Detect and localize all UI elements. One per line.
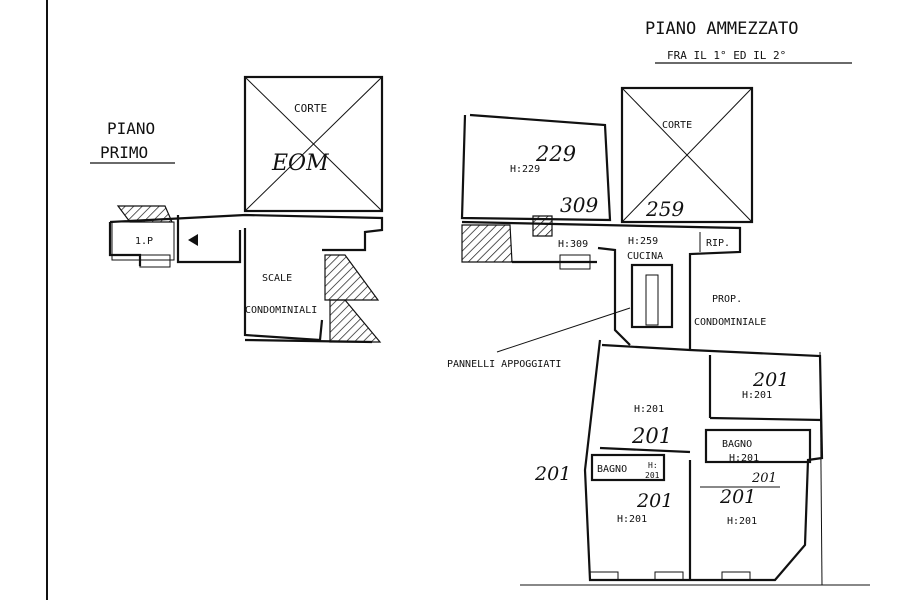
- left-plan: PIANO PRIMO CORTE EOM 1.P SCALE CONDOMIN…: [90, 75, 384, 344]
- corridor-wall-north: [461, 220, 742, 350]
- courtyard-cross-b: [244, 76, 383, 212]
- stairs-label-1: SCALE: [262, 273, 292, 284]
- top-room-wall: [460, 113, 612, 222]
- right-plan: H:229 229 309 CORTE 259 H:309 H:259 RIP.…: [447, 86, 870, 586]
- stairs-hatch-upper: [324, 254, 380, 301]
- outside-handwritten: 201: [534, 463, 571, 485]
- floor-label-piano: PIANO: [107, 119, 155, 138]
- handwritten-309: 309: [560, 193, 598, 217]
- courtyard-label-right: CORTE: [662, 120, 692, 131]
- rip-label: RIP.: [706, 238, 730, 249]
- courtyard-handwritten-note: EOM: [271, 151, 329, 176]
- kitchen-counter: [645, 274, 659, 326]
- stairs-hatch-small: [532, 215, 553, 237]
- courtyard-right-cross-b: [621, 87, 753, 223]
- stairs-hatch-right: [461, 224, 513, 263]
- bottom-right-handwritten: 201: [719, 486, 756, 508]
- prop-label-1: PROP.: [712, 294, 742, 305]
- prop-label-2: CONDOMINIALE: [694, 317, 766, 328]
- center-room-handwritten: 201: [631, 424, 672, 448]
- stairs-hatch-upper-left: [116, 205, 173, 223]
- center-room-height: H:201: [634, 404, 664, 415]
- entry-hall-wall: [176, 215, 242, 264]
- window-3: [721, 571, 751, 581]
- courtyard-box-left: [243, 75, 384, 213]
- lower-block-outer-edge: [819, 351, 823, 586]
- panels-label: PANNELLI APPOGGIATI: [447, 359, 561, 370]
- bath-right-label: BAGNO: [722, 439, 752, 450]
- window-2: [654, 571, 684, 581]
- bottom-left-handwritten: 201: [636, 490, 673, 512]
- kitchen-block: [630, 263, 674, 329]
- plan-title: PIANO AMMEZZATO: [645, 19, 799, 39]
- arrow-icon: [188, 234, 198, 246]
- stair-well-wall-west: [243, 228, 324, 342]
- right-room-south-wall: [709, 416, 823, 422]
- lower-block-outline: [583, 339, 824, 582]
- stairs-label-2: CONDOMINIALI: [245, 305, 317, 316]
- small-room-label: 1.P: [135, 236, 153, 247]
- floor-label-primo: PRIMO: [100, 143, 148, 162]
- bottom-right-height: H:201: [727, 516, 757, 527]
- center-room-south-wall: [599, 446, 691, 454]
- panels-leader-line: [496, 307, 631, 353]
- right-room-height: H:201: [742, 390, 772, 401]
- bath-left-height-2: 201: [645, 471, 660, 480]
- bath-right-handwritten: 201: [751, 471, 777, 486]
- bath-right-height: H:201: [729, 453, 759, 464]
- corridor-height-309: H:309: [558, 239, 588, 250]
- bath-right-box: [704, 428, 812, 464]
- plan-subtitle: FRA IL 1° ED IL 2°: [667, 49, 786, 62]
- kitchen-wall-west: [597, 246, 631, 346]
- bath-left-label: BAGNO: [597, 464, 627, 475]
- window-1: [589, 571, 619, 581]
- bath-left-height-1: H:: [648, 461, 658, 470]
- top-room-height: H:229: [510, 164, 540, 175]
- corridor-height-259: H:259: [628, 236, 658, 247]
- courtyard-box-right: [620, 86, 754, 224]
- stairs-hatch-lower: [329, 299, 382, 343]
- right-room-handwritten: 201: [752, 369, 789, 391]
- corridor-cabinet: [559, 254, 591, 270]
- top-room-handwritten: 229: [535, 142, 576, 166]
- handwritten-259: 259: [645, 197, 684, 221]
- bottom-left-height: H:201: [617, 514, 647, 525]
- kitchen-label: CUCINA: [627, 251, 663, 262]
- bath-left-box: [590, 453, 666, 482]
- courtyard-label-left: CORTE: [294, 102, 327, 115]
- small-room-bay: [139, 254, 171, 268]
- left-wall-top: [109, 213, 384, 252]
